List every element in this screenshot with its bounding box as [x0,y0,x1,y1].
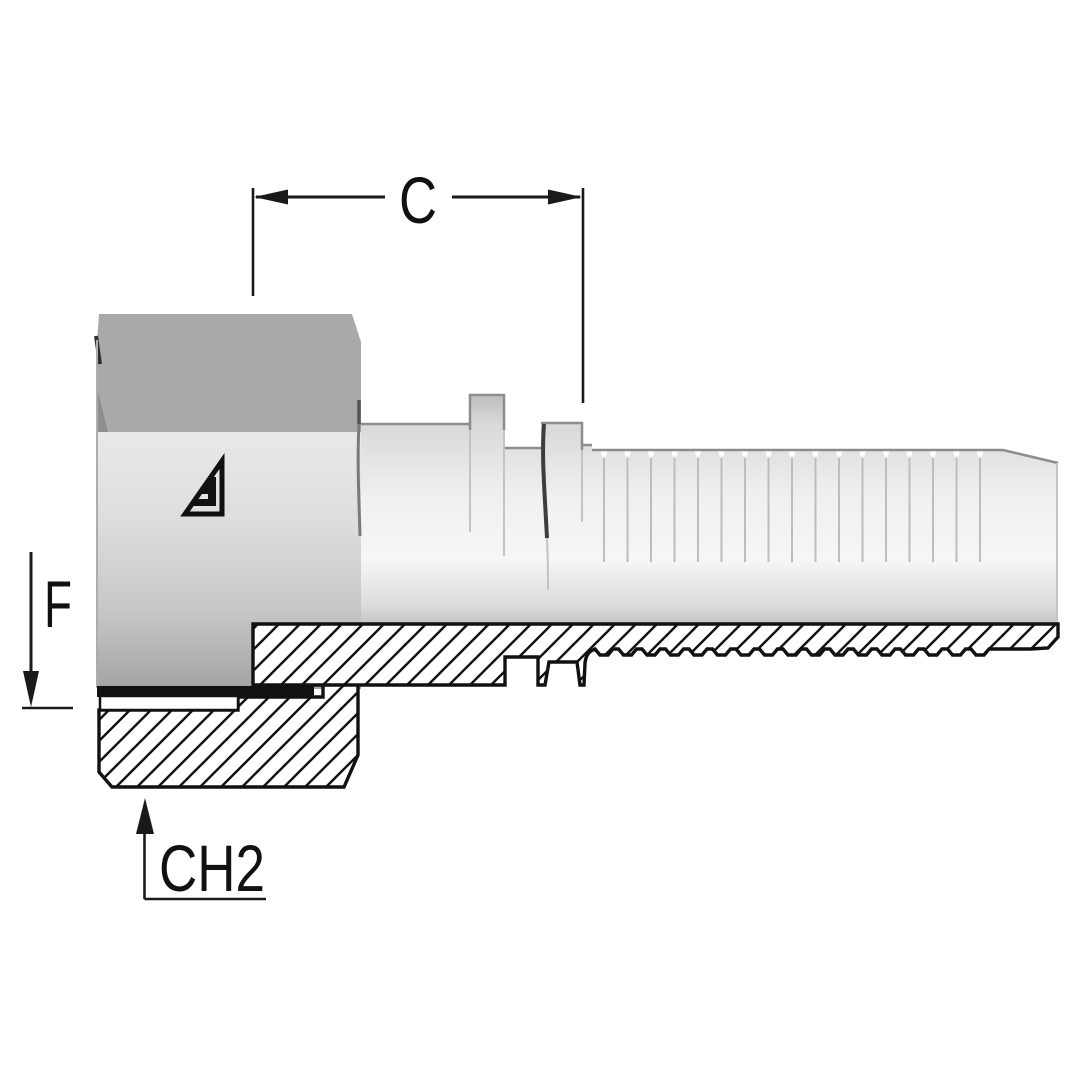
leader-ch2: CH2 [136,798,266,905]
dimension-f-arrow [23,671,39,707]
dimension-c-arrow-right [548,189,582,205]
leader-ch2-arrow [136,798,154,834]
dimension-f: F [22,552,73,710]
nut-section-hatch [97,682,360,789]
nipple-wall-section [251,622,1060,687]
hose-fitting-body [361,393,1059,624]
clamp-collar-front [468,393,506,556]
clamp-collar-rear [541,421,584,591]
nut-thread-band [97,686,314,697]
hose-tail-serrations [603,458,981,562]
nut-top-facet [97,314,361,432]
body-silhouette [361,394,1058,624]
nut-facet-left-shadow [97,388,108,432]
body-section-hatch [251,622,1060,687]
dimension-f-label: F [44,567,72,641]
tail-top-edge [582,443,1059,465]
dimension-c-arrow-left [254,189,288,205]
leader-ch2-shaft [143,830,266,901]
dimension-c-label: C [399,163,437,237]
dimension-c: C [251,163,585,403]
brand-triangle-logo-icon [180,453,225,517]
leader-ch2-label: CH2 [159,831,265,905]
nut-right-shadow [356,423,362,537]
thread-relief-strip [98,694,240,712]
